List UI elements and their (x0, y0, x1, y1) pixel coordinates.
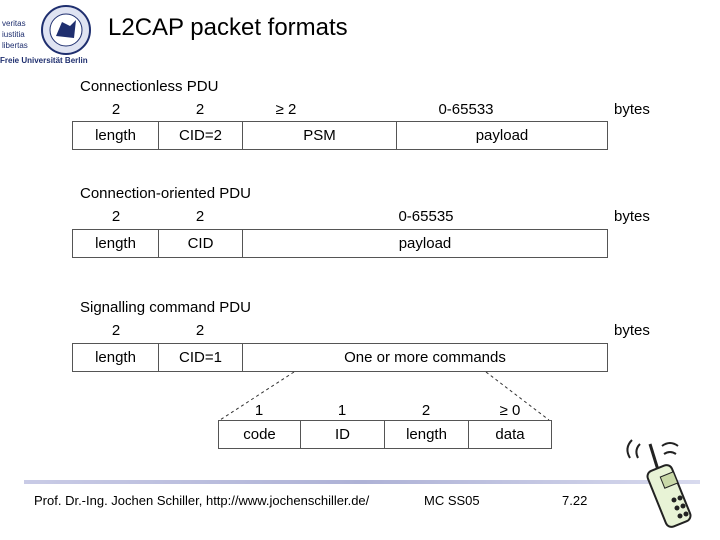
seal-icon (41, 5, 91, 55)
field-cid: CID=1 (159, 344, 243, 371)
size-label: 2 (421, 402, 431, 419)
command-frame: code ID length data (218, 420, 552, 449)
field-id: ID (301, 421, 385, 448)
signalling-pdu-frame: length CID=1 One or more commands (72, 343, 608, 372)
size-label: 1 (254, 402, 264, 419)
footer-course: MC SS05 (424, 493, 480, 508)
logo-institution: Freie Universität Berlin (0, 56, 88, 65)
logo-motto: veritas iustitia libertas (2, 19, 28, 50)
size-label: 0-65533 (438, 101, 494, 118)
size-label: 0-65535 (398, 208, 454, 225)
size-label: 2 (195, 101, 205, 118)
connection-oriented-pdu-frame: length CID payload (72, 229, 608, 258)
size-label: ≥ 0 (499, 402, 521, 419)
field-commands: One or more commands (344, 349, 506, 366)
connectionless-pdu-frame: length CID=2 PSM payload (72, 121, 608, 150)
university-logo (0, 0, 92, 70)
bytes-label: bytes (614, 208, 650, 225)
signalling-label: Signalling command PDU (80, 299, 251, 316)
size-label: 2 (195, 322, 205, 339)
size-label: ≥ 2 (275, 101, 297, 118)
footer-author: Prof. Dr.-Ing. Jochen Schiller, http://w… (34, 493, 370, 508)
size-label: 2 (111, 322, 121, 339)
mobile-phone-icon (626, 439, 692, 528)
field-length: length (73, 122, 159, 149)
field-psm: PSM (243, 122, 397, 149)
field-length: length (73, 344, 159, 371)
size-label: 2 (195, 208, 205, 225)
connectionless-label: Connectionless PDU (80, 78, 219, 95)
slide-title: L2CAP packet formats (108, 14, 348, 41)
field-length: length (385, 421, 469, 448)
bytes-label: bytes (614, 322, 650, 339)
size-label: 1 (337, 402, 347, 419)
field-payload: payload (398, 235, 452, 252)
field-cid: CID=2 (159, 122, 243, 149)
field-length: length (73, 230, 159, 257)
field-payload: payload (475, 127, 529, 144)
bytes-label: bytes (614, 101, 650, 118)
connection-oriented-label: Connection-oriented PDU (80, 185, 251, 202)
size-label: 2 (111, 208, 121, 225)
field-data: data (495, 426, 525, 443)
footer-divider (24, 480, 700, 484)
size-label: 2 (111, 101, 121, 118)
field-cid: CID (159, 230, 243, 257)
footer-page-number: 7.22 (562, 493, 588, 508)
field-code: code (219, 421, 301, 448)
